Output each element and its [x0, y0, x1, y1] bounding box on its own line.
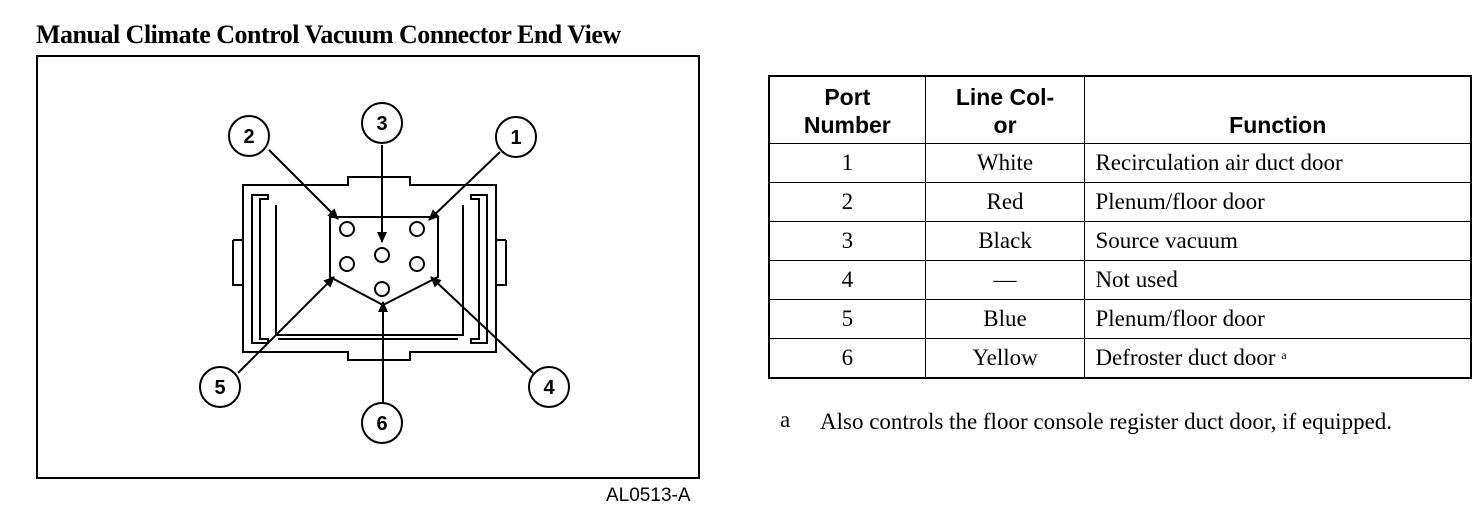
callout-label-4: 4: [543, 377, 555, 399]
table-row: 6 Yellow Defroster duct door a: [768, 338, 1472, 378]
callout-circle-2: [228, 115, 270, 157]
port-hole-6: [374, 281, 390, 297]
port-hole-5: [339, 256, 355, 272]
cell-color: Black: [924, 221, 1086, 261]
table-header-row: Port Number Line Col- or Function: [768, 75, 1472, 144]
cell-color: Blue: [924, 299, 1086, 339]
cell-port: 2: [768, 182, 926, 222]
callout-label-6: 6: [376, 413, 387, 435]
table-row: 5 Blue Plenum/floor door: [768, 299, 1472, 339]
cell-port: 1: [768, 143, 926, 183]
callout-circle-3: [361, 102, 403, 144]
callout-label-2: 2: [243, 126, 254, 148]
page-title: Manual Climate Control Vacuum Connector …: [36, 20, 621, 49]
cell-port: 5: [768, 299, 926, 339]
header-line-color-label: Line Col- or: [955, 84, 1055, 138]
table-row: 2 Red Plenum/floor door: [768, 182, 1472, 222]
connector-drawing: 2 3 1 5 4 6: [199, 102, 570, 444]
callout-circle-1: [495, 116, 537, 158]
header-port-number: Port Number: [768, 75, 926, 144]
cell-color: Red: [924, 182, 1086, 222]
callout-circle-5: [199, 366, 241, 408]
cell-function: Plenum/floor door: [1084, 182, 1472, 222]
callout-circle-6: [361, 402, 403, 444]
leader-line-4: [430, 276, 534, 374]
connector-diagram: 2 3 1 5 4 6 AL0513-A: [36, 55, 700, 506]
cell-port: 6: [768, 338, 926, 378]
header-line-color: Line Col- or: [924, 75, 1086, 144]
footnote-reference: a: [1281, 347, 1287, 362]
cell-port: 4: [768, 260, 926, 300]
cell-port: 3: [768, 221, 926, 261]
cell-function: Not used: [1084, 260, 1472, 300]
cell-color: Yellow: [924, 338, 1086, 378]
footnote-text: Also controls the floor console register…: [820, 409, 1393, 434]
leader-lines: [237, 145, 534, 409]
leader-line-5: [237, 276, 335, 374]
header-function-label: Function: [1229, 112, 1327, 138]
table-row: 1 White Recirculation air duct door: [768, 143, 1472, 183]
leader-line-2: [268, 149, 339, 220]
port-hole-3: [374, 247, 390, 263]
cell-color: —: [924, 260, 1086, 300]
callout-label-3: 3: [376, 113, 387, 135]
cell-function: Plenum/floor door: [1084, 299, 1472, 339]
leader-line-1: [428, 151, 501, 221]
cell-function: Source vacuum: [1084, 221, 1472, 261]
header-port-number-label: Port Number: [803, 84, 891, 138]
callout-label-5: 5: [214, 377, 225, 399]
header-function: Function: [1084, 75, 1472, 144]
figure-code: AL0513-A: [606, 485, 691, 506]
cell-function-text: Defroster duct door: [1095, 344, 1276, 370]
table-row: 4 — Not used: [768, 260, 1472, 300]
port-table: Port Number Line Col- or Function 1 Whit…: [768, 75, 1472, 379]
cell-function: Recirculation air duct door: [1084, 143, 1472, 183]
cell-color: White: [924, 143, 1086, 183]
port-hole-4: [409, 256, 425, 272]
port-hole-1: [409, 221, 425, 237]
port-hole-2: [339, 221, 355, 237]
port-holes: [339, 221, 425, 297]
callout-label-1: 1: [510, 127, 521, 149]
connector-housing: [232, 176, 507, 361]
cell-function: Defroster duct door a: [1084, 338, 1472, 378]
callouts: [199, 102, 570, 444]
callout-circle-4: [528, 366, 570, 408]
table-row: 3 Black Source vacuum: [768, 221, 1472, 261]
footnote-mark: a: [780, 407, 791, 432]
